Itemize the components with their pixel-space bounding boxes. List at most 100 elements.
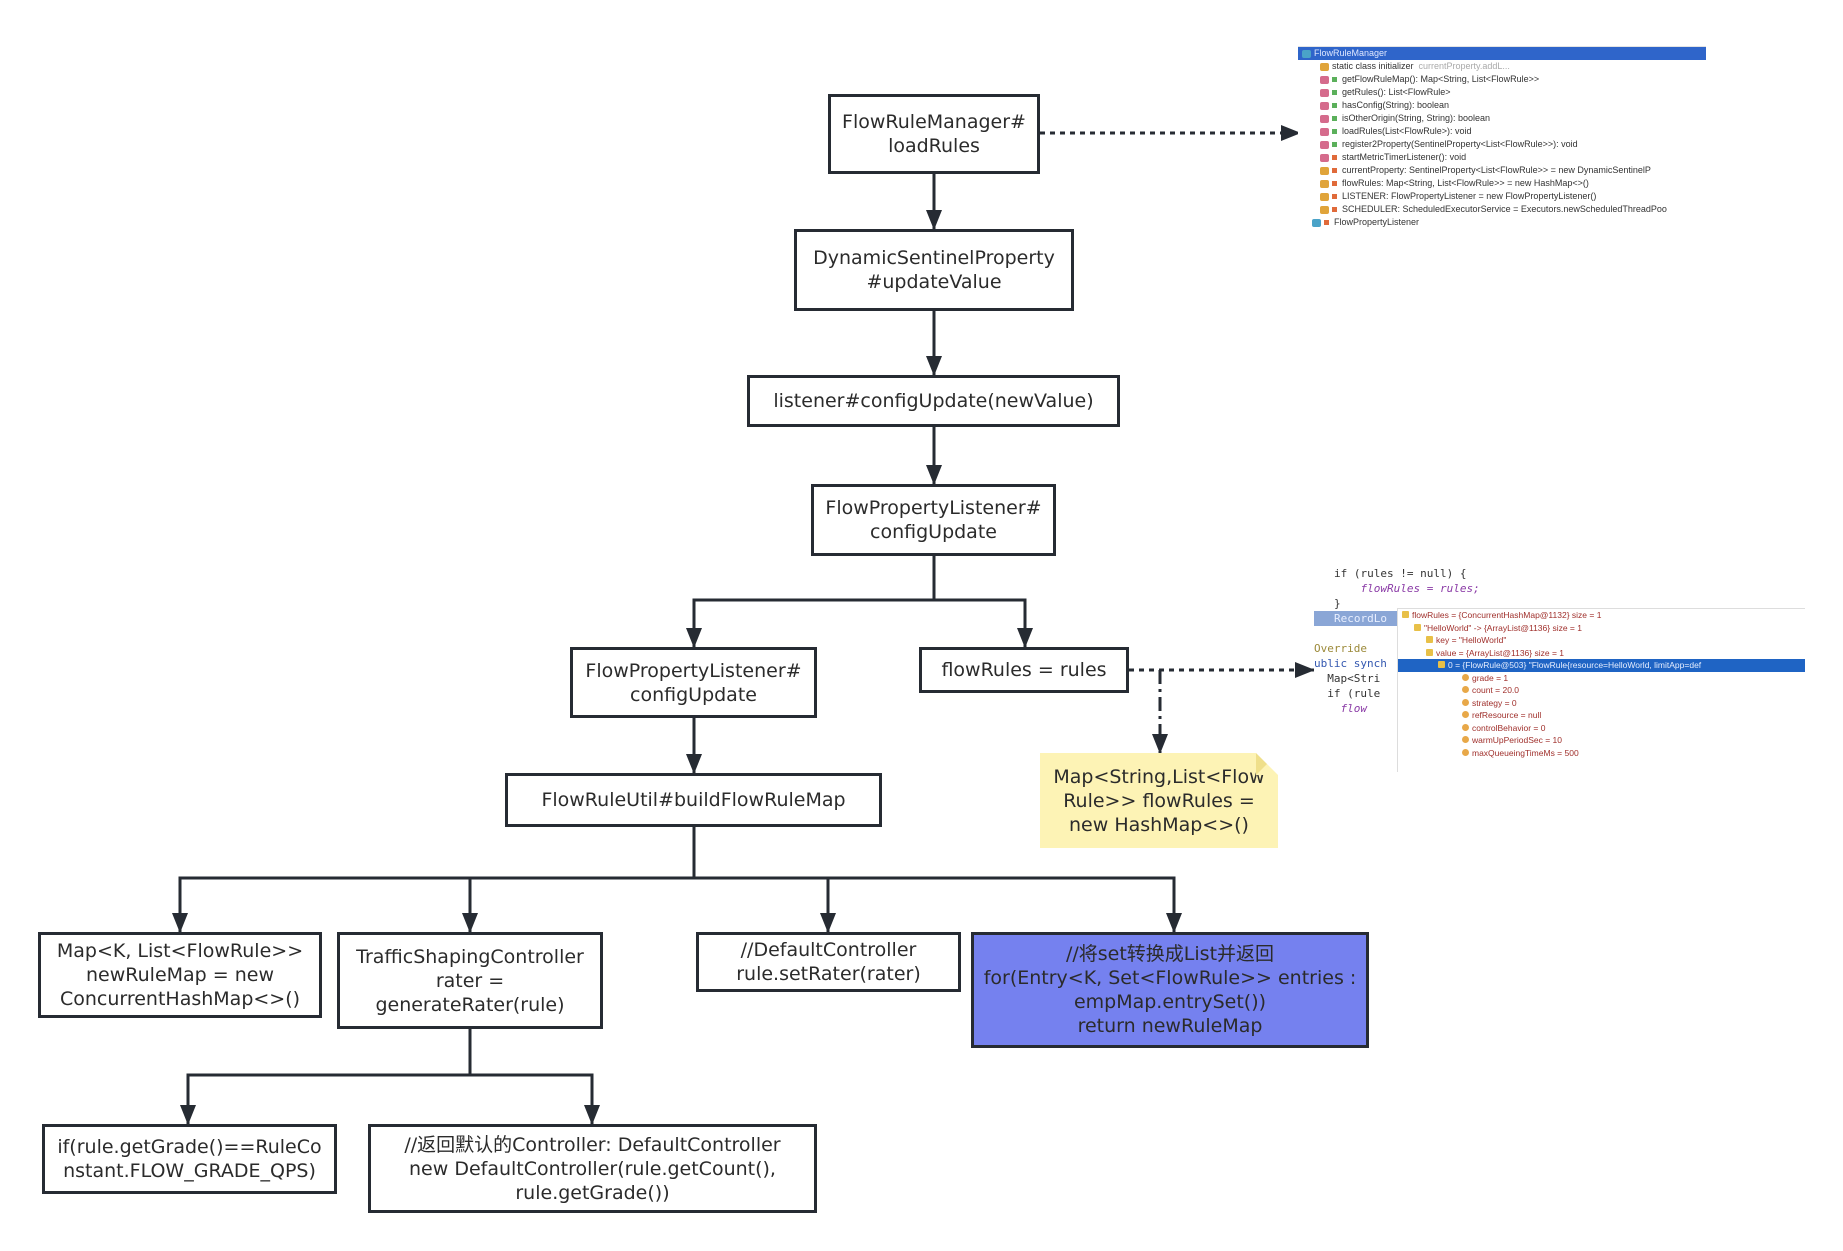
variable-text: controlBehavior = 0 <box>1472 722 1546 733</box>
debug-variable-row[interactable]: 0 = {FlowRule@503} "FlowRule{resource=He… <box>1398 659 1805 672</box>
debug-variable-row[interactable]: refResource = null <box>1398 709 1805 722</box>
row-text: getRules(): List<FlowRule> <box>1342 87 1451 97</box>
object-icon <box>1426 648 1433 656</box>
node-build-flow-rule-map: FlowRuleUtil#buildFlowRuleMap <box>505 773 882 827</box>
debug-variable-row[interactable]: count = 20.0 <box>1398 684 1805 697</box>
variable-text: flowRules = {ConcurrentHashMap@1132} siz… <box>1412 610 1602 620</box>
variable-text: count = 20.0 <box>1472 685 1520 695</box>
row-text: SCHEDULER: ScheduledExecutorService = Ex… <box>1342 204 1667 214</box>
visibility-icon <box>1332 77 1337 82</box>
node-text: DynamicSentinelProperty <box>813 247 1055 269</box>
field-icon <box>1462 723 1469 731</box>
initializer-icon <box>1320 62 1329 71</box>
node-text: return newRuleMap <box>1077 1015 1263 1037</box>
edge-build-to-return <box>828 876 1182 933</box>
row-text: loadRules(List<FlowRule>): void <box>1342 126 1472 136</box>
node-text: rater = <box>435 969 505 992</box>
code-editor: if (rules != null) { flowRules = rules;}… <box>1314 566 1480 716</box>
variable-text: maxQueueingTimeMs = 500 <box>1472 747 1579 758</box>
row-text: getFlowRuleMap(): Map<String, List<FlowR… <box>1342 74 1540 84</box>
code-line: if (rule <box>1314 687 1381 700</box>
debug-variables: flowRules = {ConcurrentHashMap@1132} siz… <box>1398 609 1805 759</box>
visibility-icon <box>1332 168 1337 173</box>
sticky-note: Map<String,List<Flow Rule>> flowRules = … <box>1040 753 1278 848</box>
node-text: FlowRuleUtil#buildFlowRuleMap <box>541 789 846 811</box>
code-line: } <box>1334 597 1341 610</box>
visibility-icon <box>1324 220 1329 225</box>
edge-rater-to-default <box>470 1073 600 1125</box>
debug-variable-row[interactable]: "HelloWorld" -> {ArrayList@1136} size = … <box>1398 622 1805 635</box>
visibility-icon <box>1332 155 1337 160</box>
structure-row[interactable]: FlowRuleManager <box>1298 47 1706 60</box>
node-text: empMap.entrySet()) <box>1073 991 1267 1013</box>
method-icon <box>1320 75 1329 84</box>
row-text: register2Property(SentinelProperty<List<… <box>1342 139 1578 149</box>
node-text: //将set转换成List并返回 <box>1065 943 1275 965</box>
node-text: if(rule.getGrade()==RuleCo <box>57 1136 322 1158</box>
method-icon <box>1320 140 1329 149</box>
structure-row[interactable]: isOtherOrigin(String, String): boolean <box>1298 112 1706 125</box>
row-text: flowRules: Map<String, List<FlowRule>> =… <box>1342 178 1589 188</box>
structure-row[interactable]: startMetricTimerListener(): void <box>1298 151 1706 164</box>
node-text: FlowPropertyListener# <box>825 497 1042 519</box>
node-text: Map<K, List<FlowRule>> <box>56 940 304 962</box>
field-icon <box>1462 673 1469 681</box>
node-text: new DefaultController(rule.getCount(), <box>409 1157 776 1180</box>
field-icon <box>1320 205 1329 214</box>
node-text: TrafficShapingController <box>356 945 584 968</box>
node-text: //返回默认的Controller: DefaultController <box>404 1133 781 1156</box>
debug-variable-row[interactable]: maxQueueingTimeMs = 500 <box>1398 747 1805 760</box>
row-text: static class initializer <box>1332 61 1414 71</box>
structure-row[interactable]: LISTENER: FlowPropertyListener = new Flo… <box>1298 190 1706 203</box>
node-flow-property-listener: FlowPropertyListener# configUpdate <box>811 484 1056 556</box>
node-flow-rules-assign: flowRules = rules <box>919 647 1129 693</box>
variable-text: grade = 1 <box>1472 672 1509 683</box>
structure-row[interactable]: SCHEDULER: ScheduledExecutorService = Ex… <box>1298 203 1706 216</box>
node-text: configUpdate <box>870 521 997 543</box>
node-text: FlowRuleManager# <box>842 111 1026 133</box>
note-text: Rule>> flowRules = <box>1063 789 1255 812</box>
structure-row[interactable]: currentProperty: SentinelProperty<List<F… <box>1298 164 1706 177</box>
row-text: isOtherOrigin(String, String): boolean <box>1342 113 1491 123</box>
method-icon <box>1320 127 1329 136</box>
structure-row[interactable]: getRules(): List<FlowRule> <box>1298 86 1706 99</box>
object-icon <box>1414 623 1421 631</box>
row-hint: currentProperty.addL... <box>1418 61 1510 71</box>
object-icon <box>1438 661 1445 668</box>
debug-variable-row[interactable]: grade = 1 <box>1398 672 1805 685</box>
structure-row[interactable]: loadRules(List<FlowRule>): void <box>1298 125 1706 138</box>
structure-row[interactable]: hasConfig(String): boolean <box>1298 99 1706 112</box>
row-text: hasConfig(String): boolean <box>1342 100 1450 110</box>
structure-row[interactable]: FlowPropertyListener <box>1298 216 1706 229</box>
structure-row[interactable]: static class initializer currentProperty.… <box>1298 60 1706 73</box>
code-line: RecordLo <box>1314 611 1414 626</box>
class-icon <box>1312 218 1321 227</box>
node-return-map: //将set转换成List并返回 for(Entry<K, Set<FlowRu… <box>971 932 1369 1048</box>
object-icon <box>1426 636 1433 643</box>
node-set-rater: //DefaultController rule.setRater(rater) <box>696 932 961 992</box>
row-text: currentProperty: SentinelProperty<List<F… <box>1342 165 1651 175</box>
structure-row[interactable]: register2Property(SentinelProperty<List<… <box>1298 138 1706 151</box>
visibility-icon <box>1332 90 1337 95</box>
variable-text: "HelloWorld" -> {ArrayList@1136} size = … <box>1424 622 1582 633</box>
edge-build-to-setrater <box>694 876 836 933</box>
structure-row[interactable]: flowRules: Map<String, List<FlowRule>> =… <box>1298 177 1706 190</box>
method-icon <box>1320 101 1329 110</box>
field-icon <box>1320 166 1329 175</box>
row-text: startMetricTimerListener(): void <box>1342 152 1467 162</box>
field-icon <box>1462 686 1469 693</box>
debug-variable-row[interactable]: flowRules = {ConcurrentHashMap@1132} siz… <box>1398 609 1805 622</box>
code-line: if (rules != null) { <box>1334 567 1467 580</box>
debug-variable-row[interactable]: warmUpPeriodSec = 10 <box>1398 734 1805 747</box>
node-text: generateRater(rule) <box>375 993 565 1016</box>
debug-variable-row[interactable]: strategy = 0 <box>1398 697 1805 710</box>
debug-variable-row[interactable]: key = "HelloWorld" <box>1398 634 1805 647</box>
visibility-icon <box>1332 207 1337 212</box>
visibility-icon <box>1332 103 1337 108</box>
field-icon <box>1320 179 1329 188</box>
structure-row[interactable]: getFlowRuleMap(): Map<String, List<FlowR… <box>1298 73 1706 86</box>
debug-variable-row[interactable]: controlBehavior = 0 <box>1398 722 1805 735</box>
node-text: listener#configUpdate(newValue) <box>773 390 1094 412</box>
debug-variable-row[interactable]: value = {ArrayList@1136} size = 1 <box>1398 647 1805 660</box>
